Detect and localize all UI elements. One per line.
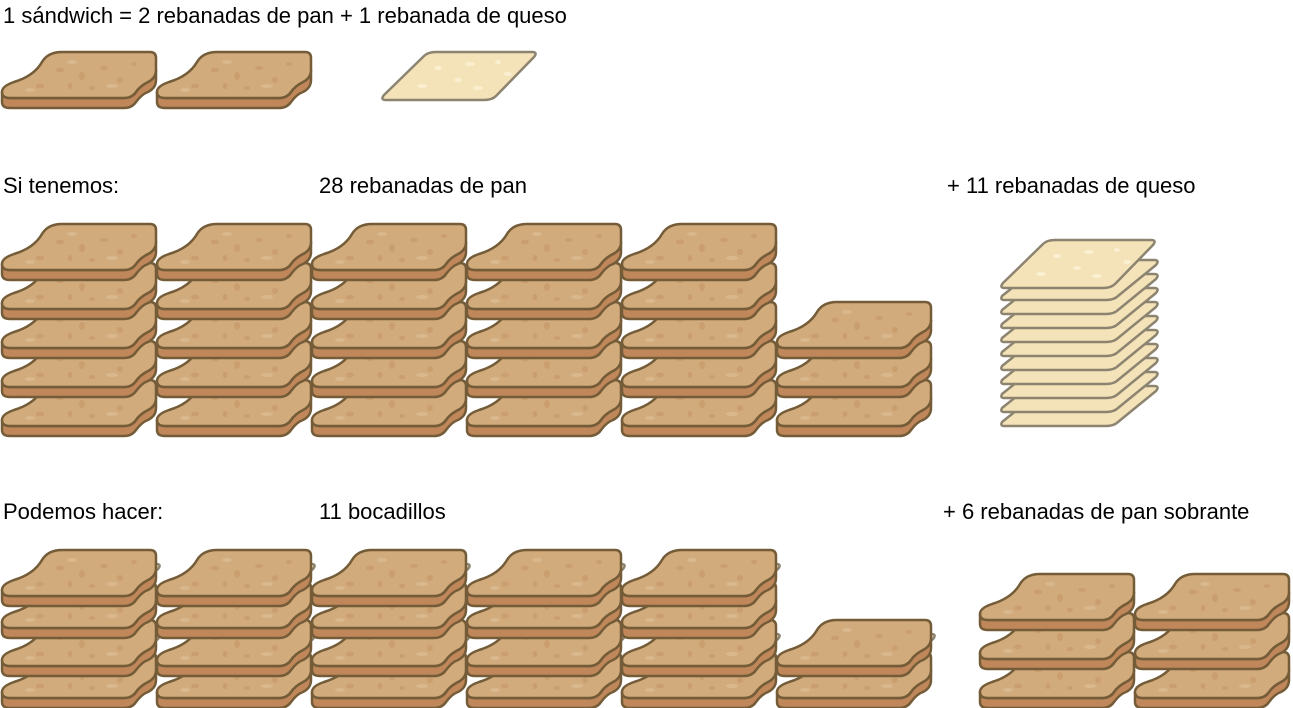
bread-stack bbox=[310, 222, 468, 438]
sandwich-stack bbox=[310, 548, 471, 708]
bread-stack bbox=[465, 222, 623, 438]
cheese-count-label: + 11 rebanadas de queso bbox=[947, 173, 1196, 198]
bread-stack bbox=[775, 300, 933, 438]
bread-count-label: 28 rebanadas de pan bbox=[319, 173, 527, 198]
equation-cheese-slice bbox=[381, 50, 537, 102]
bread-slice-icon bbox=[155, 50, 313, 110]
sandwich-stacks bbox=[0, 548, 936, 708]
bread-stack bbox=[1133, 572, 1291, 708]
bread-stack bbox=[155, 222, 313, 438]
leftover-label: + 6 rebanadas de pan sobrante bbox=[943, 499, 1250, 524]
bread-slice-icon bbox=[0, 50, 158, 110]
have-label: Si tenemos: bbox=[3, 173, 120, 198]
sandwich-stack bbox=[620, 548, 781, 708]
result-label: Podemos hacer: bbox=[3, 499, 164, 524]
sandwich-stack bbox=[775, 618, 936, 708]
leftover-bread-stacks bbox=[978, 572, 1291, 708]
sandwich-stack bbox=[155, 548, 316, 708]
bread-stack bbox=[620, 222, 778, 438]
cheese-stack bbox=[1000, 238, 1159, 428]
sandwich-count-label: 11 bocadillos bbox=[319, 499, 446, 524]
sandwich-stack bbox=[0, 548, 161, 708]
equation-text: 1 sándwich = 2 rebanadas de pan + 1 reba… bbox=[3, 3, 567, 28]
bread-stacks bbox=[0, 222, 933, 438]
bread-stack bbox=[0, 222, 158, 438]
sandwich-stack bbox=[465, 548, 626, 708]
bread-stack bbox=[978, 572, 1136, 708]
equation-bread-slices bbox=[0, 50, 313, 110]
cheese-slice-icon bbox=[381, 50, 537, 102]
